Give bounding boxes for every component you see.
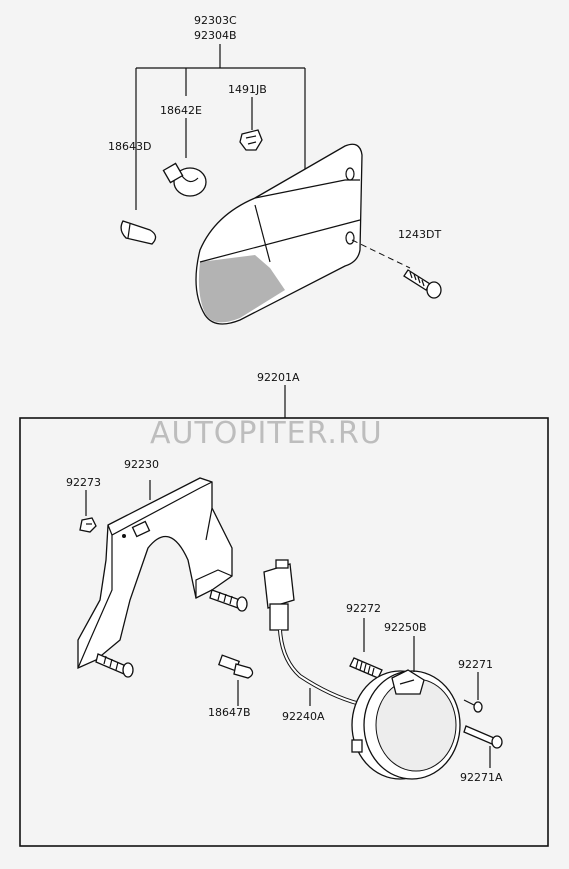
label-18643D: 18643D	[108, 140, 151, 153]
label-92201A: 92201A	[257, 371, 300, 384]
screw-92271A	[463, 725, 503, 749]
bulb-18643D	[120, 220, 157, 245]
wire-harness-92240A	[263, 559, 361, 706]
label-92271A: 92271A	[460, 771, 503, 784]
label-92271: 92271	[458, 658, 493, 671]
label-92273: 92273	[66, 476, 101, 489]
screw-92271	[463, 699, 483, 713]
side-lamp-housing	[195, 143, 363, 325]
bracket-stud-lower	[95, 653, 134, 678]
label-92240A: 92240A	[282, 710, 325, 723]
kit-box	[19, 417, 549, 847]
label-18647B: 18647B	[208, 706, 251, 719]
label-92250B: 92250B	[384, 621, 427, 634]
label-1491JB: 1491JB	[228, 83, 267, 96]
bulb-18647B	[217, 654, 254, 700]
label-1243DT: 1243DT	[398, 228, 441, 241]
watermark-text: AUTOPITER.RU	[150, 416, 383, 451]
label-92303C: 92303C	[194, 14, 237, 27]
bracket-stud-upper	[209, 589, 248, 612]
fog-lamp-92250B	[351, 669, 461, 780]
label-92304B: 92304B	[194, 29, 237, 42]
label-18642E: 18642E	[160, 104, 202, 117]
clip-1491JB	[239, 129, 263, 151]
screw-1243DT	[351, 239, 442, 299]
bulb-18642E	[162, 162, 207, 197]
nut-92273	[79, 517, 97, 533]
adjust-screw-92272	[349, 657, 383, 679]
upper-callout-bracket	[135, 44, 306, 210]
bracket-92230	[77, 477, 233, 670]
label-92272: 92272	[346, 602, 381, 615]
lower-leader-lines	[85, 480, 491, 768]
label-92230: 92230	[124, 458, 159, 471]
